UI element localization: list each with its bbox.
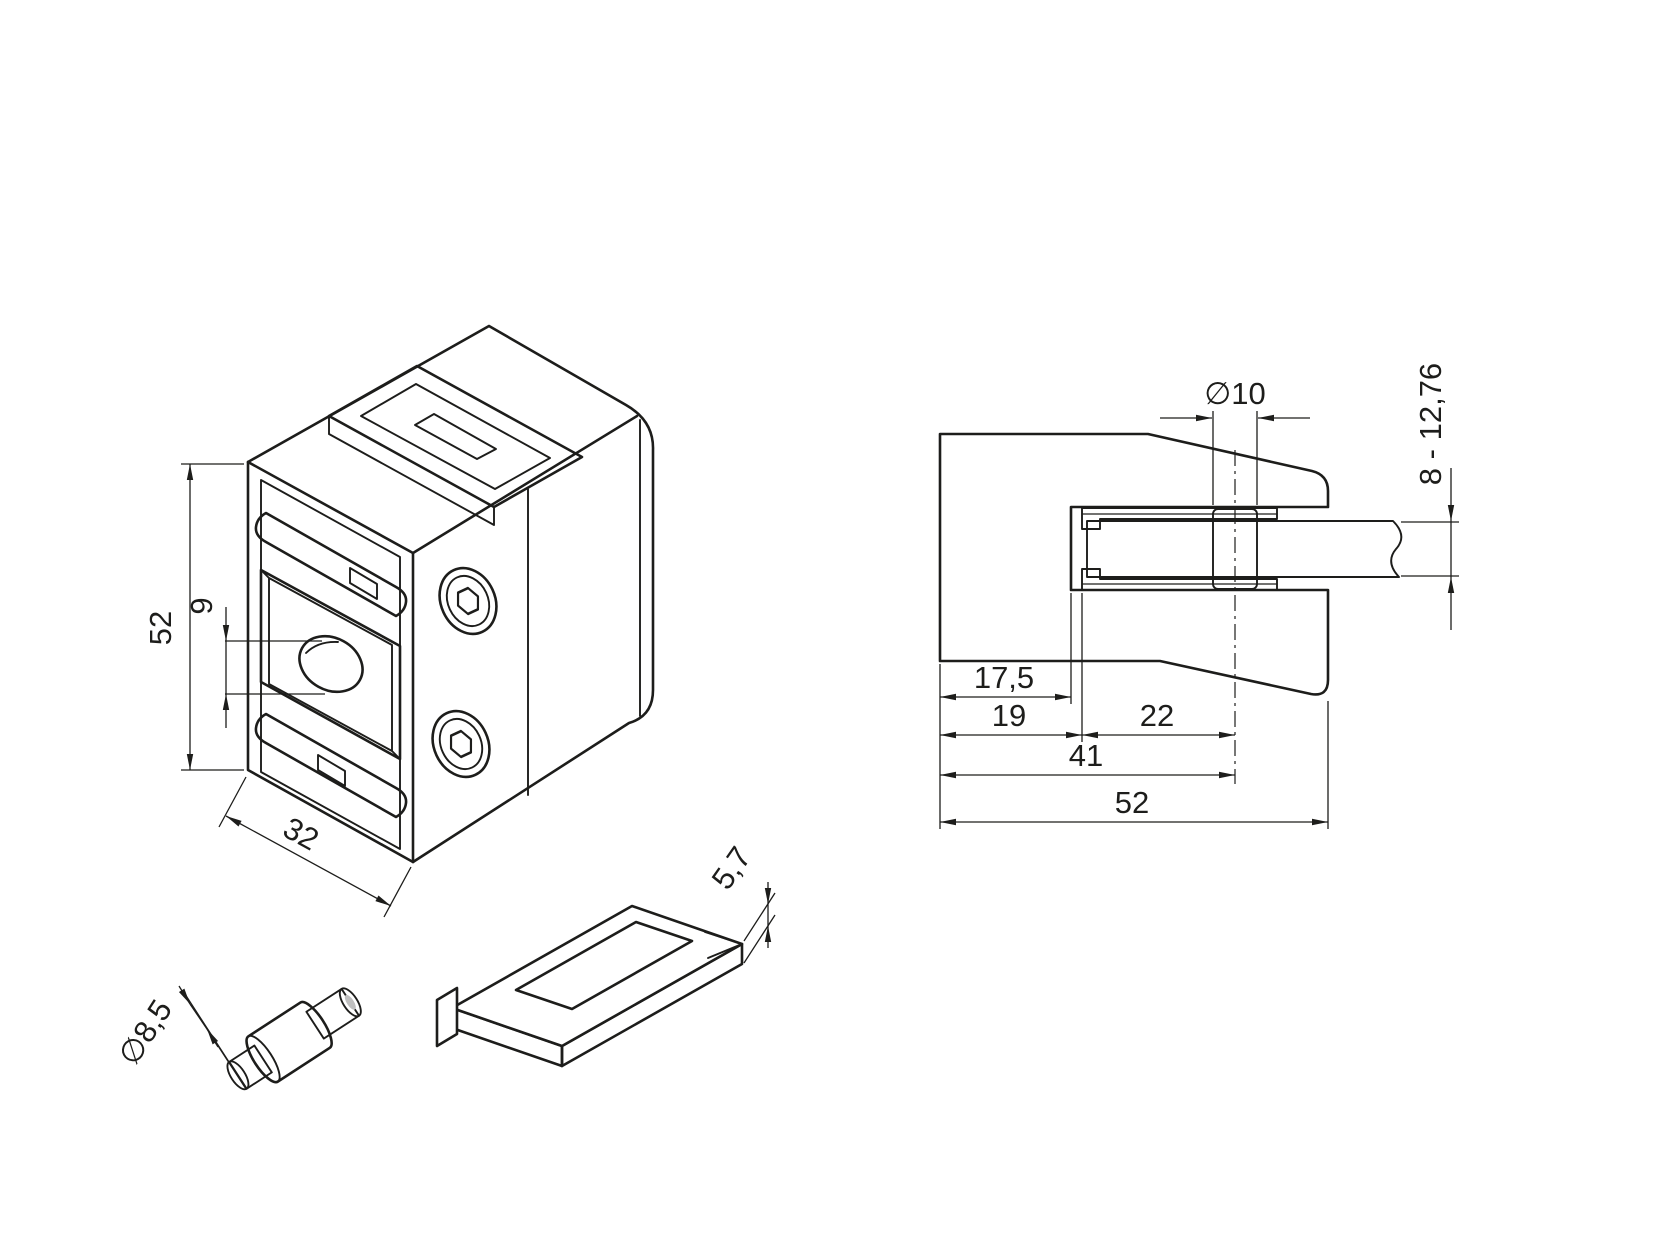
- top-slot-clip: [349, 567, 378, 600]
- left-face-top-slot: [254, 511, 408, 618]
- plate-tip-notch: [704, 931, 743, 959]
- dim-iso-hole: 9: [184, 597, 325, 728]
- pin-tip-inner: [344, 994, 356, 1010]
- pin-rubber-rim: [245, 1034, 281, 1084]
- mounting-hole-depth-arc: [305, 641, 339, 654]
- top-glass-channel-depth: [328, 415, 495, 526]
- dim-52: 52: [940, 785, 1328, 826]
- plate-top-face: [450, 904, 744, 1048]
- dim-label-pin-diameter: ∅10: [1204, 376, 1266, 411]
- dim-label-41: 41: [1069, 738, 1103, 773]
- section-view: ∅10 8 - 12,76 17,5 19 22 41: [938, 363, 1459, 829]
- dim-label-52: 52: [1115, 785, 1149, 820]
- clamp-body-section: [938, 432, 1330, 696]
- plate-rubber-pad: [514, 920, 694, 1011]
- dim-label-glass-thickness: 8 - 12,76: [1413, 363, 1448, 485]
- hex-socket-icon: [456, 586, 480, 616]
- top-glass-channel: [327, 364, 584, 509]
- plate-detail-view: 5,7: [435, 840, 776, 1068]
- gasket-carrier-top: [1081, 507, 1278, 530]
- pin-detail-view: ∅8,5: [111, 985, 362, 1091]
- hex-screw-top: [438, 566, 498, 636]
- dim-label-iso-depth: 32: [278, 810, 325, 857]
- dim-17-5: 17,5: [940, 660, 1071, 701]
- dim-pin-detail-diameter: ∅8,5: [111, 985, 247, 1090]
- screw-head-dome: [438, 718, 484, 770]
- top-center-slot: [414, 413, 497, 460]
- dim-label-iso-hole: 9: [184, 597, 219, 614]
- dim-iso-height: 52: [143, 463, 244, 771]
- dim-label-iso-height: 52: [143, 611, 178, 645]
- iso-view: 52 32 9: [143, 324, 655, 918]
- mounting-hole: [298, 634, 364, 694]
- iso-top-right-ridge: [411, 414, 639, 555]
- dim-label-plate-thickness: 5,7: [705, 840, 758, 895]
- plate-end-tab: [435, 986, 459, 1048]
- left-face-recess-floor: [260, 569, 401, 760]
- dim-22: 22: [1082, 698, 1235, 739]
- dim-19: 19: [940, 698, 1082, 739]
- gasket-carrier-bottom: [1081, 568, 1278, 591]
- left-face-bottom-slot: [254, 712, 408, 819]
- dim-glass-thickness: 8 - 12,76: [1401, 363, 1459, 630]
- dim-41: 41: [940, 738, 1235, 779]
- top-glass-slot: [360, 383, 551, 490]
- screw-head-dome: [445, 575, 491, 627]
- hex-screw-bottom: [431, 709, 491, 779]
- pin-tip-face: [338, 987, 362, 1018]
- dim-pin-diameter: ∅10: [1160, 376, 1310, 505]
- dim-label-19: 19: [992, 698, 1026, 733]
- hex-socket-icon: [449, 729, 473, 759]
- dim-label-22: 22: [1140, 698, 1174, 733]
- pin-rubber-sleeve: [245, 1000, 333, 1084]
- pin-stub-face: [226, 1060, 250, 1091]
- iso-top-front-ridge: [246, 460, 415, 555]
- dim-label-pin-detail-diameter: ∅8,5: [111, 993, 179, 1071]
- ext-lines-linear: [939, 593, 1329, 829]
- pin-stub: [228, 1044, 273, 1090]
- bottom-slot-clip: [317, 754, 346, 787]
- glass-panel: [1086, 520, 1403, 578]
- dim-label-17-5: 17,5: [974, 660, 1034, 695]
